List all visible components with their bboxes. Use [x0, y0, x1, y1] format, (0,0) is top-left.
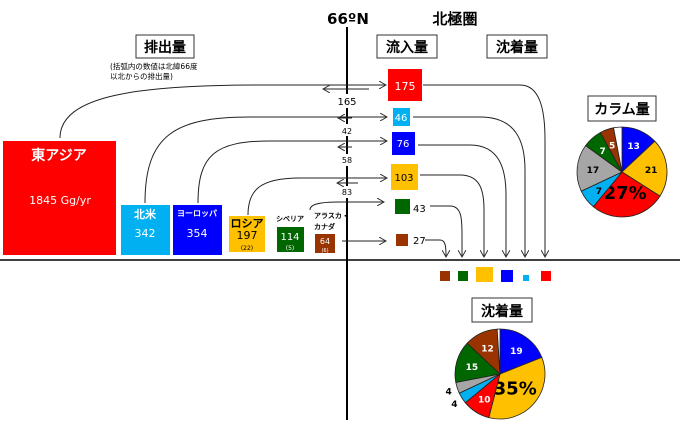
source-value: 1845 Gg/yr [29, 194, 91, 207]
inflow-siberia-value: 43 [413, 204, 426, 215]
deposition_pie-label: 35% [494, 378, 537, 399]
column_pie-label: 7 [596, 187, 602, 197]
source-arctic-value: (22) [241, 245, 253, 252]
note-line-2: 以北からの排出量) [110, 71, 173, 81]
deposit-europe [501, 270, 513, 282]
inflow-value: 103 [394, 173, 413, 184]
arctic-label: 北極圏 [432, 10, 477, 28]
inflow-east-asia: 175 [388, 69, 422, 101]
deposit-siberia [458, 271, 468, 281]
deposit-east-asia [541, 271, 551, 281]
source-name: 東アジア [31, 147, 86, 164]
deposit-north-america [523, 275, 529, 281]
source-arctic-value: (5) [286, 245, 295, 252]
siberia-label: シベリア [276, 215, 304, 223]
deposition_pie-label: 15 [466, 363, 479, 373]
column-title-box: カラム量 [587, 95, 657, 122]
deposition_pie-slice [499, 328, 543, 375]
column-title: カラム量 [594, 102, 650, 118]
source-alaska-canada: 64 (6) [315, 234, 335, 254]
column_pie-slice [576, 144, 623, 192]
deposition_pie-label: 4 [451, 400, 457, 410]
inflow-north-america: 46 [393, 108, 410, 126]
return-flow-north-america: 42 [342, 127, 352, 136]
deposition_pie-label: 19 [510, 347, 523, 357]
source-value: 114 [280, 232, 299, 243]
inflow-title-box: 流入量 [376, 34, 438, 59]
deposit-russia [476, 267, 493, 282]
column_pie-label: 5 [609, 141, 615, 151]
deposition_pie-slice [496, 328, 501, 375]
inflow-alaska-canada [396, 234, 408, 246]
deposition_pie-slice [488, 356, 546, 420]
deposition_pie-label: 4 [446, 388, 452, 398]
return-flow-russia: 83 [342, 188, 352, 197]
return-flow-east-asia: 165 [337, 97, 356, 108]
note-line-1: (括弧内の数値は北緯66度 [110, 61, 198, 71]
column_pie-label: 7 [600, 147, 606, 157]
source-arctic-value: (6) [321, 248, 328, 254]
column_pie-slice [592, 171, 661, 218]
inflow-alaska-canada-value: 27 [413, 236, 426, 247]
inflow-europe: 76 [392, 132, 415, 155]
source-name: 北米 [134, 207, 157, 221]
inflow-russia: 103 [391, 164, 418, 190]
deposition-header-box: 沈着量 [486, 34, 548, 59]
inflow-siberia [395, 199, 410, 214]
inflow-value: 46 [395, 113, 408, 124]
column_pie-label: 17 [587, 166, 600, 176]
column_pie-slice [613, 126, 623, 173]
deposition-title: 沈着量 [481, 303, 523, 320]
source-siberia: 114 (5) [277, 227, 304, 252]
source-east-asia: 東アジア 1845 Gg/yr [3, 141, 116, 255]
inflow-title: 流入量 [386, 39, 428, 56]
column_pie-label: 13 [627, 142, 640, 152]
source-name: ロシア [231, 217, 264, 230]
deposition-header: 沈着量 [496, 39, 538, 56]
source-value: 342 [135, 227, 156, 240]
emission-title: 排出量 [144, 39, 186, 56]
return-flow-europe: 58 [342, 156, 352, 165]
source-europe: ヨーロッパ 354 [173, 205, 222, 255]
transport-arrows [59, 85, 545, 257]
source-russia: ロシア 197 (22) [229, 216, 265, 252]
latitude-label: 66ºN [327, 10, 369, 28]
column_pie-slice [621, 140, 668, 197]
deposition-title-box: 沈着量 [471, 297, 533, 323]
inflow-value: 175 [395, 80, 416, 93]
source-value: 197 [237, 229, 258, 242]
deposit-alaska-canada [440, 271, 450, 281]
column_pie-label: 21 [645, 166, 658, 176]
source-value: 354 [187, 227, 208, 240]
source-name: ヨーロッパ [177, 208, 217, 218]
deposition_pie-label: 12 [481, 345, 494, 355]
column_pie-label: 27% [604, 183, 647, 204]
source-north-america: 北米 342 [121, 205, 170, 255]
deposition_pie-label: 10 [478, 396, 491, 406]
canada-label: カナダ [314, 222, 335, 231]
alaska-label: アラスカ・ [314, 212, 349, 220]
source-value: 64 [320, 237, 330, 246]
deposition-squares [440, 267, 551, 282]
inflow-value: 76 [397, 139, 410, 150]
emission-title-box: 排出量 [135, 34, 195, 59]
